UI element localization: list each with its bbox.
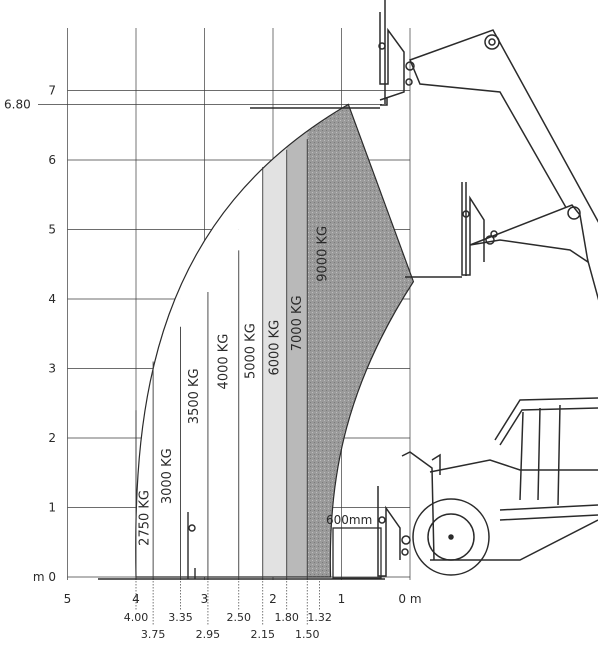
carriage-upper (379, 12, 405, 101)
zone-label: 9000 KG (316, 226, 331, 282)
zone-label: 3000 KG (160, 448, 175, 504)
cab-roof (494, 397, 598, 441)
reach-label-upper: 4.00 (124, 611, 149, 624)
chassis-front (401, 451, 435, 561)
capacity-band (207, 104, 239, 577)
x-tick-label: 5 (64, 592, 72, 606)
fork-tines (98, 107, 462, 580)
front-wheel (412, 498, 490, 576)
fork-ground-heel (187, 512, 196, 579)
carriage-lower (377, 486, 401, 577)
carriage-lower-bolt-2 (401, 548, 409, 556)
load-center-box: 600mm (326, 513, 382, 579)
front-wheel-hub (448, 534, 454, 540)
boom-pivot-middle (567, 206, 581, 220)
cab-roof-inner (499, 407, 598, 446)
telehandler-drawing (377, 0, 598, 577)
reach-label-lower: 3.75 (141, 628, 166, 641)
chassis-bottom (430, 519, 598, 561)
y-origin-label: m 0 (33, 570, 56, 584)
x-tick-label: 1 (338, 592, 346, 606)
capacity-bands (136, 104, 414, 577)
y-tick-label: 2 (48, 431, 56, 445)
fork-ground-bolt (188, 524, 196, 532)
carriage-middle-pivot (485, 235, 495, 245)
chassis-rails (499, 504, 598, 521)
y-tick-label: 5 (48, 223, 56, 237)
boom-upper (409, 29, 598, 301)
capacity-outlines (135, 103, 415, 580)
reach-label-upper: 2.50 (227, 611, 252, 624)
boom-middle (469, 204, 590, 264)
capacity-band (286, 104, 308, 577)
carriage-lower-bolt (378, 516, 386, 524)
zone-label: 5000 KG (244, 323, 259, 379)
zone-label: 6000 KG (268, 320, 283, 376)
y-tick-label: 7 (48, 84, 56, 98)
cab-hood (431, 453, 441, 475)
load-center-rect (332, 527, 382, 579)
x-tick-label: 3 (201, 592, 209, 606)
carriage-middle-bolt-2 (490, 230, 498, 238)
zone-labels: 2750 KG 3000 KG 3500 KG 4000 KG 5000 KG 6000 … (138, 226, 331, 546)
reach-label-lower: 2.15 (250, 628, 275, 641)
front-wheel-rim (427, 513, 475, 561)
capacity-band (307, 104, 414, 577)
zone-label: 3500 KG (187, 368, 202, 424)
capacity-envelope (135, 103, 415, 578)
carriage-upper-bolt-2 (405, 78, 413, 86)
zone-label: 2750 KG (138, 490, 153, 546)
y-tick-label: 1 (48, 501, 56, 515)
reach-label-upper: 3.35 (168, 611, 193, 624)
reach-label-lower: 2.95 (196, 628, 221, 641)
capacity-band (180, 104, 208, 577)
capacity-band (238, 104, 263, 577)
carriage-middle (461, 182, 485, 276)
y-tick-label: 4 (48, 292, 56, 306)
cab-body-top (429, 459, 598, 473)
zone-label: 4000 KG (216, 334, 231, 390)
cab-frame (519, 404, 561, 506)
fork-upper-heel (380, 97, 388, 106)
y-tick-label: 6 (48, 153, 56, 167)
reach-label-lower: 1.50 (295, 628, 320, 641)
y-tick-label: 3 (48, 362, 56, 376)
zone-label: 7000 KG (290, 295, 305, 351)
carriage-upper-pivot (405, 61, 415, 71)
capacity-band (262, 104, 287, 577)
x-tick-label: 2 (269, 592, 277, 606)
carriage-lower-pivot (401, 535, 411, 545)
boom-pivot-upper-pin (488, 38, 496, 46)
x-tick-label: 0 m (398, 592, 421, 606)
reach-label-upper: 1.32 (307, 611, 332, 624)
load-center-label: 600mm (326, 513, 372, 527)
y-max-label: 6.80 (4, 97, 31, 111)
boom-pivot-upper (484, 34, 500, 50)
reach-label-upper: 1.80 (274, 611, 299, 624)
